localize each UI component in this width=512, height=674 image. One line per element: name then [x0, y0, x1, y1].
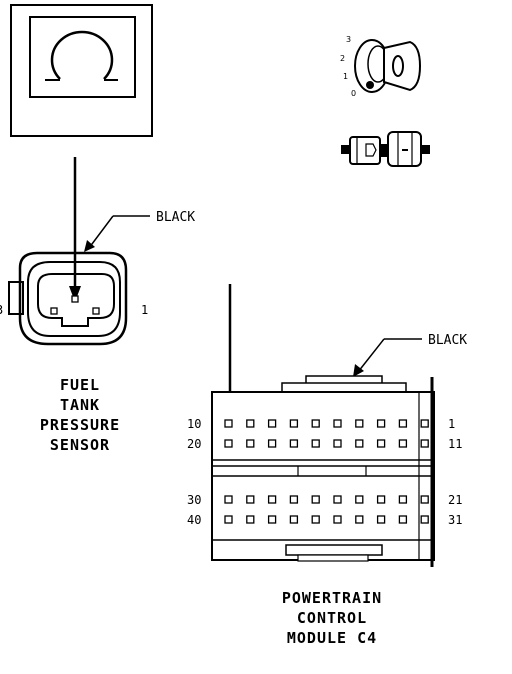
pcm-pin-cavity	[311, 439, 320, 448]
pcm-pin-cavity	[420, 495, 429, 504]
pcm-pin-cavity	[376, 515, 386, 524]
pcm-title-line: CONTROL	[296, 609, 368, 627]
connector-side-view-icon	[341, 131, 430, 167]
pcm-pin-cavity	[267, 515, 277, 524]
pcm-pin-cavity	[289, 495, 299, 504]
pcm-pin-cavity	[311, 515, 320, 524]
pcm-pin-cavity	[333, 419, 342, 428]
sensor-title-line: PRESSURE	[39, 416, 121, 434]
pcm-title-line: POWERTRAIN	[281, 589, 383, 607]
pcm-c4-connector: BLACK 10 1 20 11 30 21	[187, 284, 467, 567]
pcm-pin-cavity	[355, 439, 364, 448]
pcm-pin-cavity	[420, 419, 429, 428]
pcm-pin-cavity	[355, 515, 364, 524]
key-position-2: 2	[340, 54, 345, 63]
pcm-wire-color-label: BLACK	[428, 333, 467, 348]
pcm-row3-right-label: 21	[448, 493, 462, 507]
pcm-row2-right-label: 11	[448, 437, 462, 451]
pcm-pin-grid	[224, 419, 429, 524]
pcm-pin-cavity	[246, 419, 255, 428]
pcm-pin-cavity	[289, 419, 299, 428]
pcm-pin-cavity	[333, 515, 342, 524]
pcm-pin-cavity	[398, 495, 408, 504]
sensor-symbol-box	[10, 4, 153, 137]
pcm-row1-right-label: 1	[448, 417, 455, 431]
pcm-pin-cavity	[311, 419, 320, 428]
pcm-pin-cavity	[246, 439, 255, 448]
sensor-title: FUEL TANK PRESSURE SENSOR	[10, 375, 150, 455]
pcm-pin-cavity	[333, 495, 342, 504]
pcm-pin-cavity	[398, 515, 408, 524]
pcm-row1-left-label: 10	[187, 417, 201, 431]
sensor-title-line: FUEL	[59, 376, 101, 394]
fuel-tank-sensor-connector: BLACK 3 1	[0, 157, 195, 346]
sensor-title-line: TANK	[59, 396, 101, 414]
pcm-pin-cavity	[246, 515, 255, 524]
sensor-pin-1-label: 1	[141, 303, 148, 317]
ignition-key-icon: 3 2 1 0	[340, 35, 422, 98]
key-position-3: 3	[346, 35, 351, 44]
pcm-row4-left-label: 40	[187, 513, 201, 527]
pcm-pin-cavity	[267, 419, 277, 428]
pcm-pin-cavity	[246, 495, 255, 504]
pcm-pin-cavity	[224, 419, 233, 428]
pcm-pin-cavity	[355, 419, 364, 428]
sensor-pin-3-label: 3	[0, 303, 3, 317]
pcm-pin-cavity	[289, 439, 299, 448]
pcm-pin-cavity	[267, 439, 277, 448]
pcm-pin-cavity	[289, 515, 299, 524]
pcm-title: POWERTRAIN CONTROL MODULE C4	[252, 588, 412, 648]
pcm-pin-cavity	[333, 439, 342, 448]
pcm-pin-cavity	[311, 495, 320, 504]
key-position-1: 1	[343, 72, 348, 81]
pcm-pin-cavity	[224, 439, 233, 448]
pcm-pin-cavity	[376, 419, 386, 428]
pcm-pin-cavity	[355, 495, 364, 504]
pcm-pin-cavity	[398, 439, 408, 448]
pcm-pin-cavity	[267, 495, 277, 504]
sensor-wire-color-label: BLACK	[156, 210, 195, 225]
key-position-0: 0	[351, 89, 356, 98]
pcm-pin-cavity	[420, 439, 429, 448]
pcm-title-line: MODULE C4	[286, 629, 378, 647]
pcm-pin-cavity	[376, 439, 386, 448]
pcm-pin-cavity	[420, 515, 429, 524]
pcm-row3-left-label: 30	[187, 493, 201, 507]
pcm-row2-left-label: 20	[187, 437, 201, 451]
pcm-pin-cavity	[224, 495, 233, 504]
sensor-title-line: SENSOR	[49, 436, 111, 454]
pcm-row4-right-label: 31	[448, 513, 462, 527]
pcm-pin-cavity	[224, 515, 233, 524]
pcm-pin-cavity	[398, 419, 408, 428]
pcm-pin-cavity	[376, 495, 386, 504]
